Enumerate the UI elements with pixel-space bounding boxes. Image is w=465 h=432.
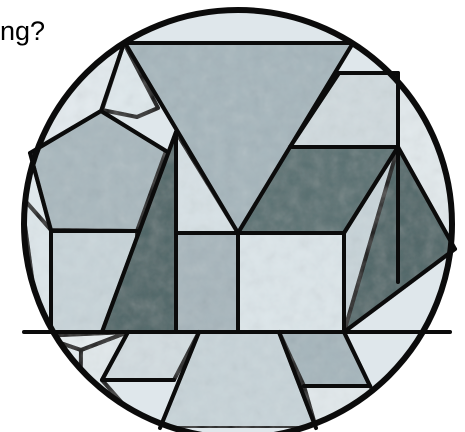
front-square xyxy=(238,233,344,332)
small-medium-square xyxy=(176,233,238,332)
